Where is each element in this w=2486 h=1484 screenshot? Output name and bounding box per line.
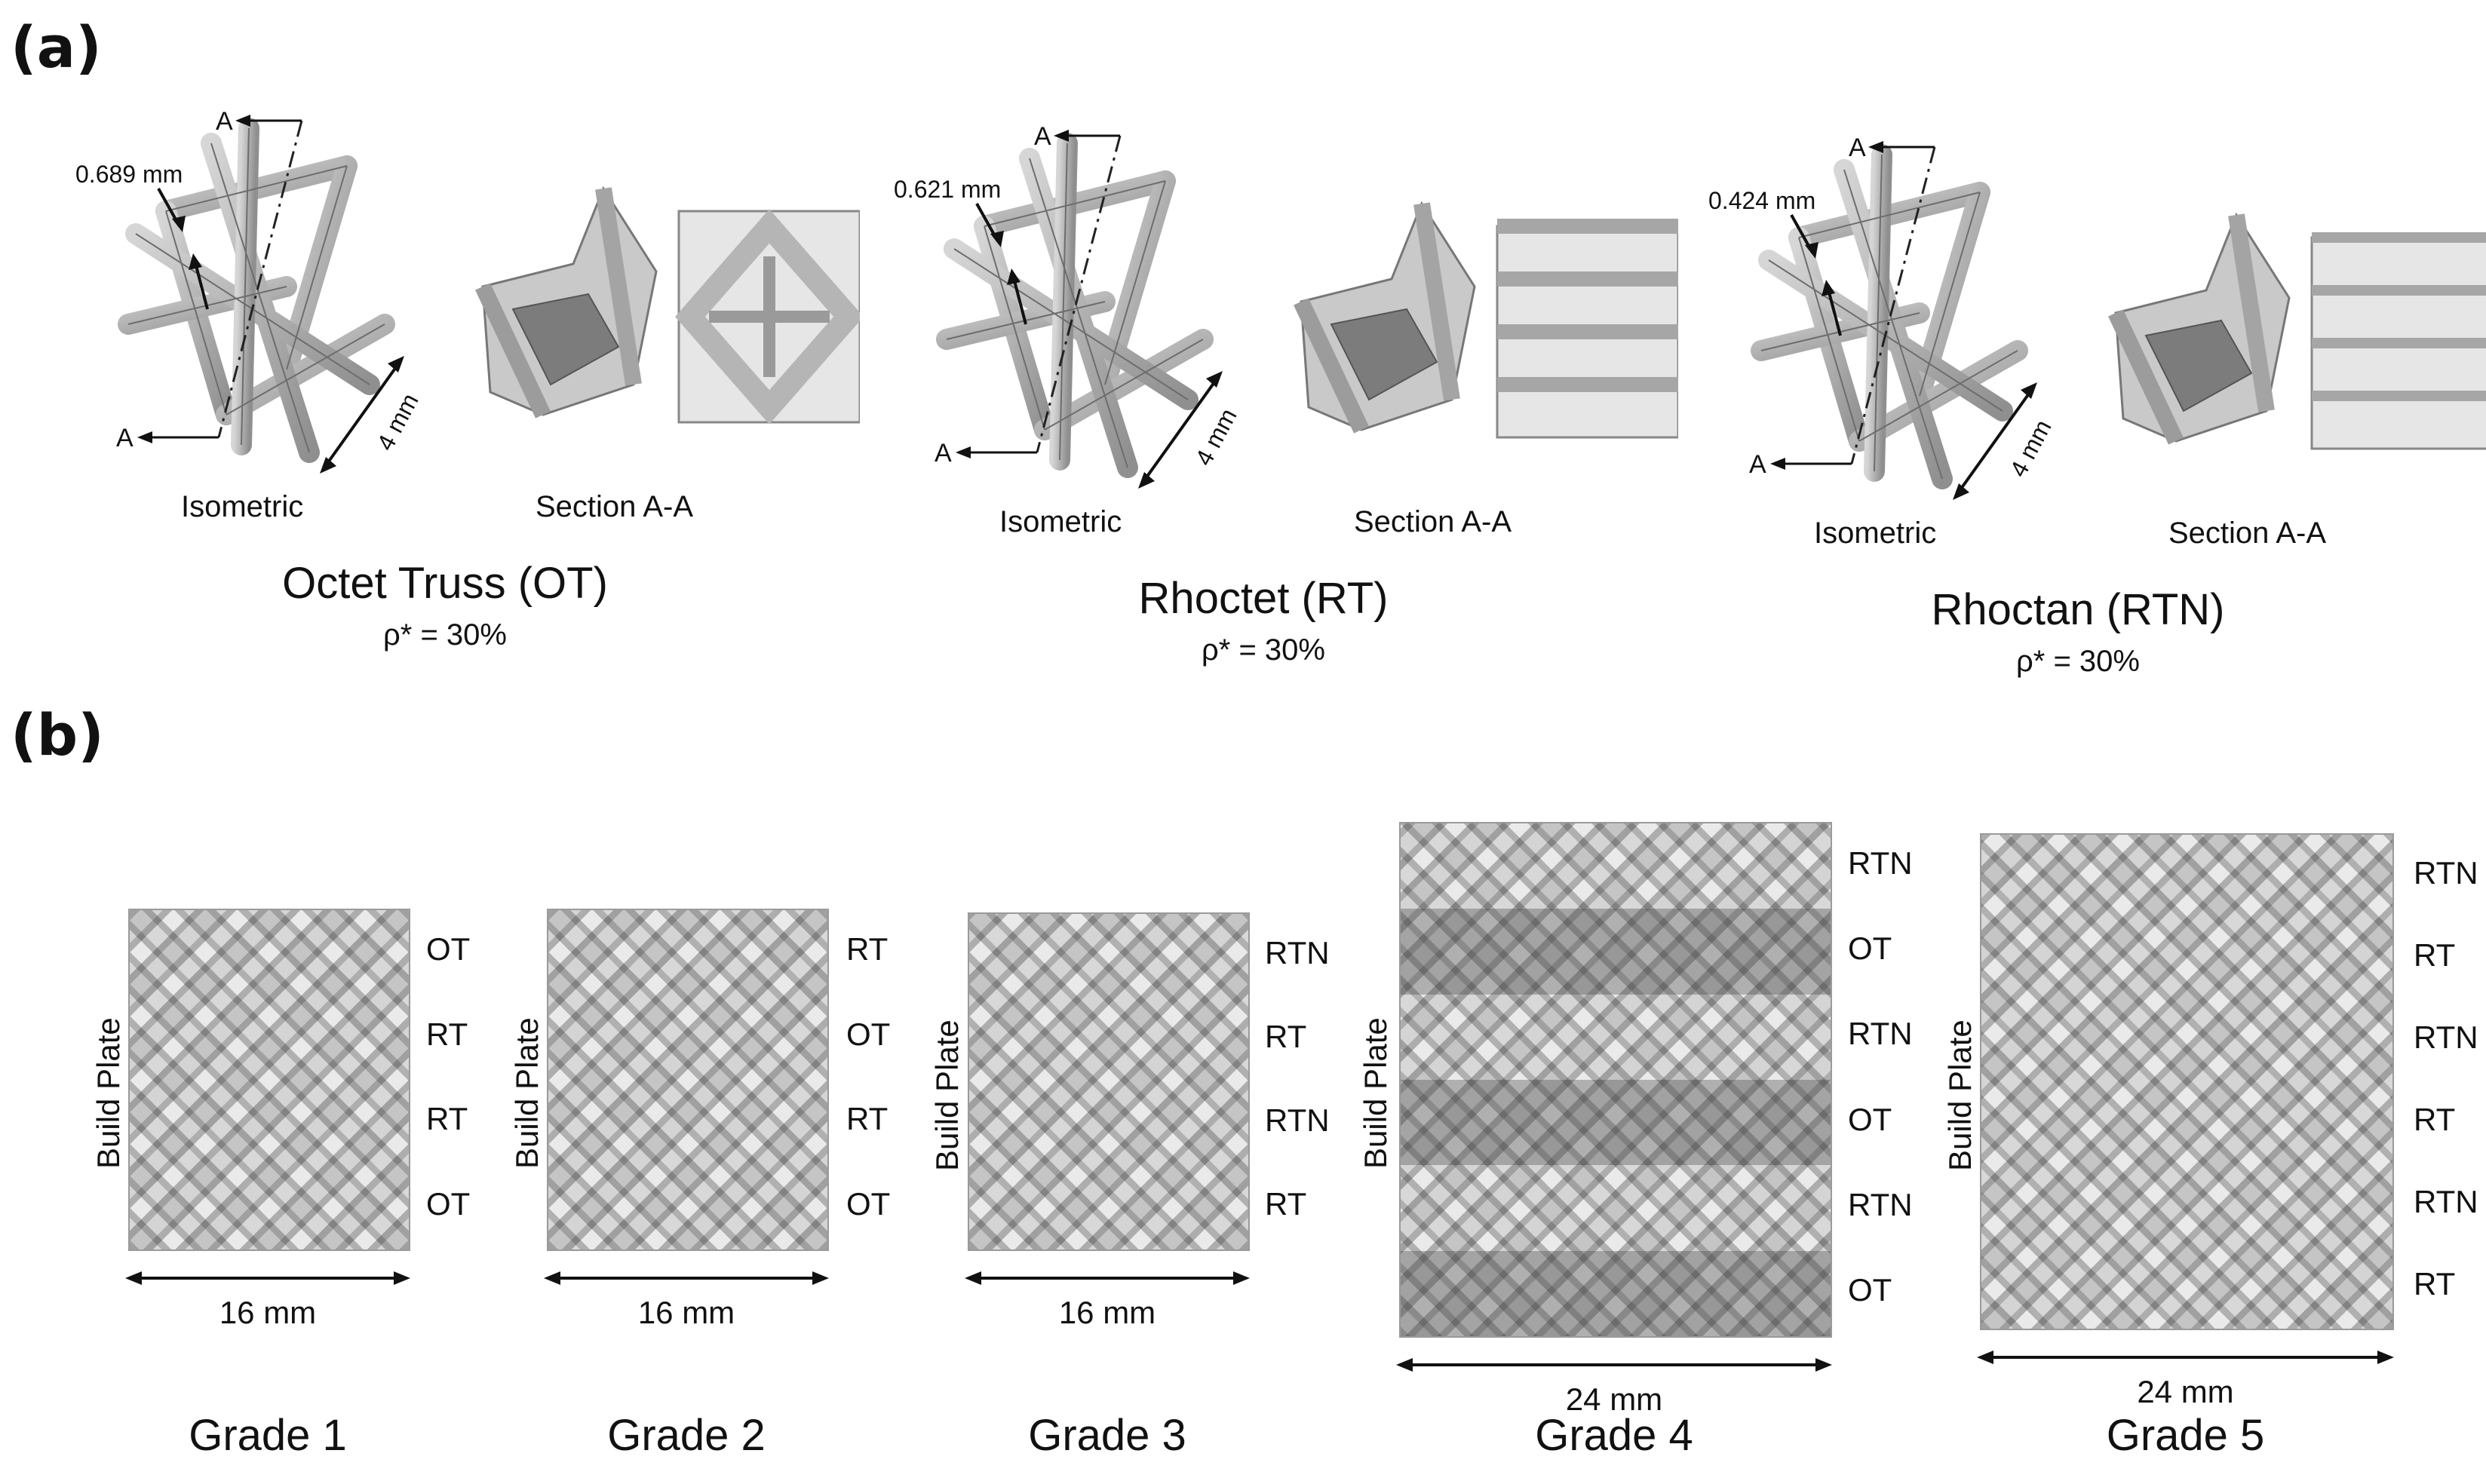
layer-label: RT bbox=[2414, 1102, 2456, 1138]
width-label: 16 mm bbox=[1058, 1295, 1156, 1330]
grade-label: Grade 2 bbox=[607, 1411, 766, 1460]
layer-label: RTN bbox=[2414, 854, 2478, 891]
cell-title: Octet Truss (OT) bbox=[282, 559, 608, 608]
layer-label: RT bbox=[2414, 937, 2456, 973]
section-flat-view bbox=[2310, 232, 2486, 450]
section-arrows: AA bbox=[116, 107, 302, 452]
unit-cell-drawing: AA0.424 mm4 mm bbox=[1708, 133, 2486, 500]
isometric-label: Isometric bbox=[1814, 517, 1937, 550]
width-dimension-arrow bbox=[544, 1271, 829, 1285]
width-dimension-arrow bbox=[125, 1271, 410, 1285]
panel-a-label: (a) bbox=[11, 14, 102, 81]
grade-label: Grade 5 bbox=[2106, 1411, 2265, 1460]
layer-label: RT bbox=[846, 1101, 889, 1137]
layer-label: OT bbox=[846, 1185, 891, 1222]
section-3d-view bbox=[1294, 201, 1476, 434]
section-letter-top: A bbox=[216, 107, 233, 136]
width-label: 16 mm bbox=[219, 1295, 317, 1330]
svg-text:0.689 mm: 0.689 mm bbox=[75, 161, 183, 188]
isometric-view bbox=[1751, 144, 2028, 489]
ot-layer-band bbox=[1401, 909, 1831, 995]
svg-text:0.621 mm: 0.621 mm bbox=[894, 176, 1001, 203]
grade-label: Grade 3 bbox=[1028, 1411, 1186, 1460]
section-flat-view bbox=[675, 209, 860, 425]
build-plate-label: Build Plate bbox=[1358, 1017, 1393, 1169]
svg-text:4 mm: 4 mm bbox=[371, 389, 423, 455]
lattice-block bbox=[547, 909, 829, 1251]
layer-label: OT bbox=[426, 1185, 471, 1222]
lattice-block bbox=[128, 909, 410, 1251]
strut-thickness-callout: 0.621 mm bbox=[894, 176, 1027, 325]
section-letter-top: A bbox=[1034, 122, 1051, 151]
layer-label: OT bbox=[1848, 1101, 1892, 1137]
width-label: 16 mm bbox=[637, 1295, 735, 1330]
section-label: Section A-A bbox=[2168, 517, 2327, 550]
section-arrows: AA bbox=[935, 122, 1120, 468]
layer-label: RTN bbox=[1848, 845, 1913, 881]
layer-label: RTN bbox=[1265, 934, 1330, 970]
layer-label: RT bbox=[1265, 1186, 1307, 1222]
grade-label: Grade 4 bbox=[1535, 1411, 1693, 1460]
layer-label: RT bbox=[846, 931, 889, 967]
layer-label: RT bbox=[2414, 1266, 2456, 1302]
layer-label: RTN bbox=[1265, 1102, 1330, 1139]
unit-cell-drawing: AA0.621 mm4 mm bbox=[894, 122, 1678, 489]
build-plate-label: Build Plate bbox=[509, 1017, 545, 1169]
cell-title: Rhoctet (RT) bbox=[1138, 574, 1389, 623]
isometric-view bbox=[936, 133, 1214, 478]
section-arrows: AA bbox=[1749, 133, 1935, 479]
relative-density: ρ* = 30% bbox=[383, 618, 507, 652]
width-label: 24 mm bbox=[2137, 1374, 2234, 1409]
layer-label: OT bbox=[846, 1016, 891, 1052]
svg-text:0.424 mm: 0.424 mm bbox=[1708, 187, 1815, 214]
relative-density: ρ* = 30% bbox=[2016, 645, 2140, 678]
layer-label: RT bbox=[1265, 1018, 1307, 1054]
cell-title: Rhoctan (RTN) bbox=[1931, 585, 2225, 634]
lattice-block bbox=[968, 912, 1250, 1251]
layer-label: RT bbox=[426, 1016, 468, 1052]
strut-thickness-callout: 0.424 mm bbox=[1708, 187, 1842, 336]
build-plate-label: Build Plate bbox=[929, 1019, 965, 1171]
layer-label: OT bbox=[1848, 931, 1892, 966]
svg-text:4 mm: 4 mm bbox=[1189, 404, 1241, 471]
layer-label: RTN bbox=[2414, 1019, 2478, 1055]
ot-layer-band bbox=[1401, 1080, 1831, 1166]
section-letter-bottom: A bbox=[116, 424, 134, 452]
section-flat-view bbox=[1496, 219, 1678, 439]
strut-thickness-callout: 0.689 mm bbox=[75, 161, 209, 310]
width-dimension-arrow bbox=[1977, 1351, 2394, 1364]
section-letter-bottom: A bbox=[935, 439, 952, 468]
width-label: 24 mm bbox=[1565, 1381, 1663, 1417]
layer-label: RTN bbox=[1848, 1187, 1913, 1222]
section-3d-view bbox=[475, 186, 658, 419]
build-plate-label: Build Plate bbox=[1942, 1019, 1978, 1171]
layer-label: OT bbox=[426, 931, 471, 967]
section-label: Section A-A bbox=[536, 490, 694, 523]
width-dimension-arrow bbox=[1396, 1358, 1832, 1372]
section-letter-bottom: A bbox=[1749, 450, 1766, 479]
section-3d-view bbox=[2108, 212, 2291, 445]
section-letter-top: A bbox=[1849, 133, 1866, 162]
lattice-block bbox=[1399, 822, 1832, 1338]
layer-label: OT bbox=[1848, 1272, 1892, 1308]
relative-density: ρ* = 30% bbox=[1202, 633, 1325, 667]
lattice-block bbox=[1980, 833, 2394, 1330]
build-plate-label: Build Plate bbox=[91, 1017, 126, 1169]
isometric-label: Isometric bbox=[999, 505, 1122, 538]
section-label: Section A-A bbox=[1354, 505, 1512, 538]
isometric-label: Isometric bbox=[181, 490, 304, 523]
layer-label: RT bbox=[426, 1101, 468, 1137]
unit-cell-drawing: AA0.689 mm4 mm bbox=[75, 107, 860, 474]
panel-b-label: (b) bbox=[11, 701, 104, 768]
layer-label: RTN bbox=[1848, 1016, 1913, 1052]
grade-label: Grade 1 bbox=[189, 1411, 347, 1460]
layer-label: RTN bbox=[2414, 1184, 2478, 1220]
width-dimension-arrow bbox=[965, 1271, 1250, 1285]
ot-layer-band bbox=[1401, 1250, 1831, 1336]
svg-text:4 mm: 4 mm bbox=[2004, 415, 2056, 482]
